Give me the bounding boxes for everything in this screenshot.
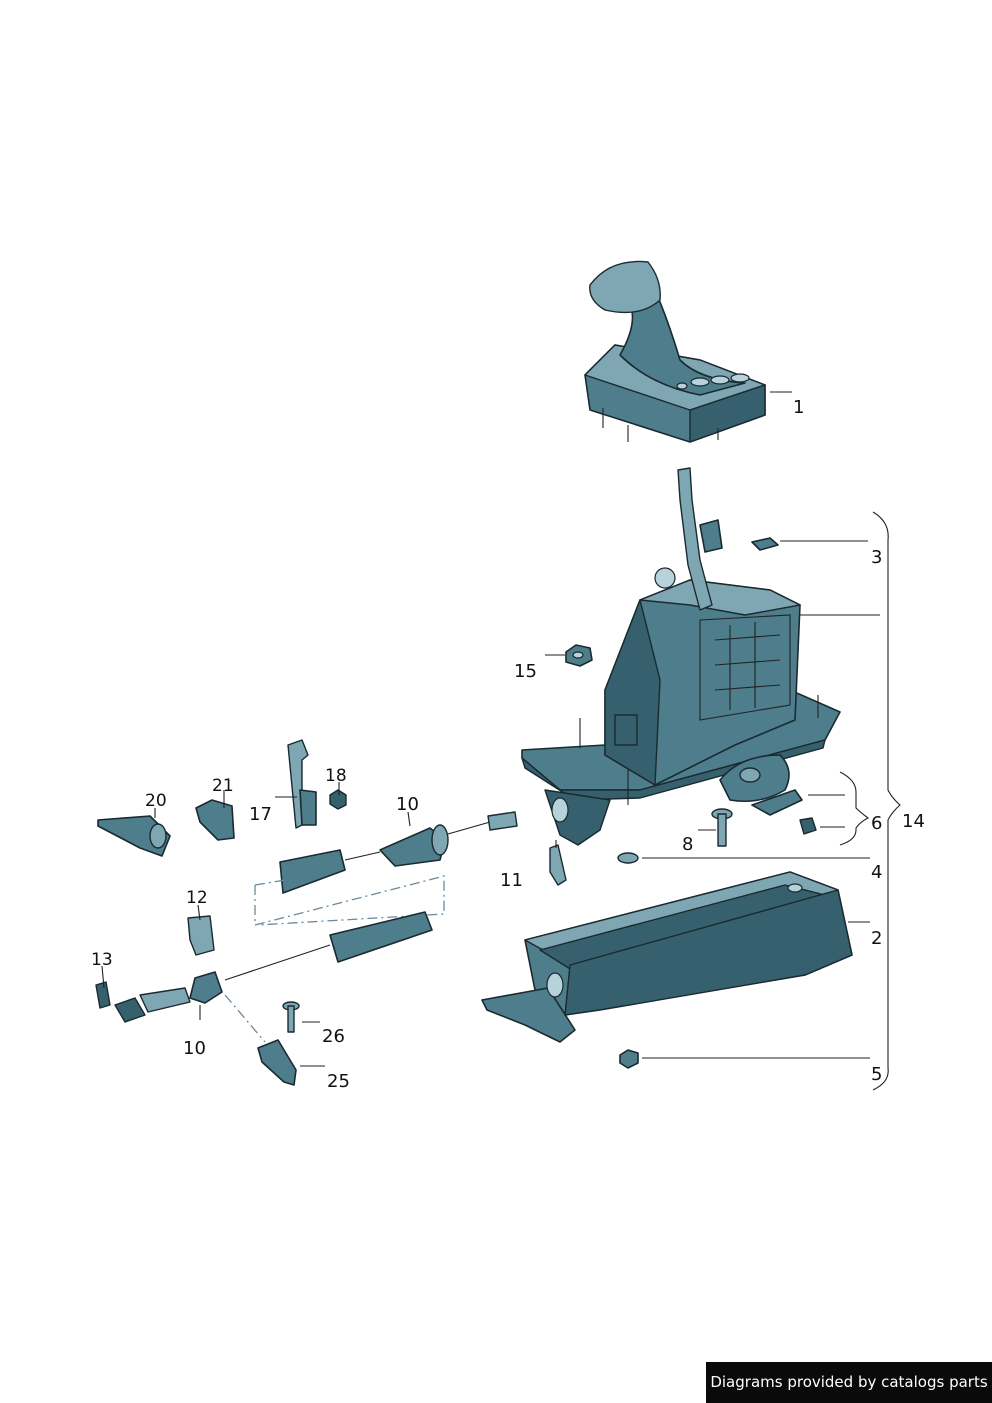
callout-1: 1 — [793, 397, 804, 418]
part-12-clip — [187, 915, 215, 956]
part-10-cable-upper — [279, 811, 518, 894]
callout-3: 3 — [871, 547, 882, 568]
callout-14: 14 — [902, 811, 925, 832]
part-14-selector-mechanism — [521, 467, 841, 846]
callout-11: 11 — [500, 870, 523, 891]
callout-6: 6 — [871, 813, 882, 834]
part-10-cable-lower — [114, 911, 433, 1023]
callout-18: 18 — [325, 766, 347, 786]
part-4-washer — [617, 852, 639, 864]
part-21-clip — [195, 799, 235, 841]
callout-10-lower: 10 — [183, 1038, 206, 1059]
part-6-bracket — [751, 789, 817, 835]
callout-8: 8 — [682, 834, 693, 855]
callout-2: 2 — [871, 928, 882, 949]
cable-bracket-link — [224, 994, 266, 1043]
callout-20: 20 — [145, 791, 167, 811]
part-26-bolt — [282, 1001, 300, 1033]
leader-lines — [101, 391, 880, 1067]
cable-routing-outline — [254, 875, 445, 926]
part-1-selector-knob — [584, 260, 766, 443]
part-20-bracket — [97, 815, 171, 857]
callout-4: 4 — [871, 862, 882, 883]
callout-25: 25 — [327, 1071, 350, 1092]
part-25-bracket — [257, 1039, 297, 1086]
part-2-housing-tray — [481, 871, 853, 1043]
part-11-clip — [549, 844, 567, 886]
footer-credit: Diagrams provided by catalogs parts — [706, 1362, 992, 1403]
callout-13: 13 — [91, 950, 113, 970]
part-5-nut — [619, 1049, 639, 1069]
callout-10-upper: 10 — [396, 794, 419, 815]
part-13-clip — [95, 981, 111, 1009]
callout-17: 17 — [249, 804, 272, 825]
callout-labels: 1 3 15 14 6 8 4 2 5 10 11 17 18 20 21 12… — [91, 397, 925, 1092]
part-3-clip — [751, 537, 779, 551]
part-18-nut — [329, 789, 347, 810]
callout-5: 5 — [871, 1064, 882, 1085]
brace-6 — [839, 771, 870, 846]
callout-15: 15 — [514, 661, 537, 682]
part-15-nut — [565, 644, 593, 667]
callout-12: 12 — [186, 888, 208, 908]
callout-26: 26 — [322, 1026, 345, 1047]
part-8-bolt — [711, 808, 733, 847]
callout-21: 21 — [212, 776, 234, 796]
part-17-bracket — [287, 739, 317, 829]
brace-14 — [872, 511, 901, 1091]
